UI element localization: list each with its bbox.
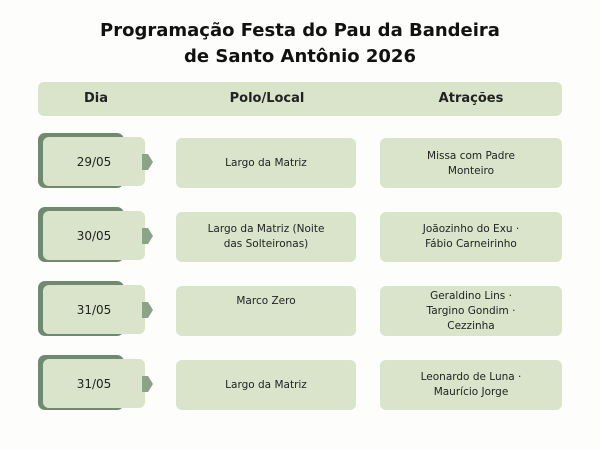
date-text: 31/05 [76, 302, 112, 317]
location-cell: Largo da Matriz (Noite das Solteironas) [176, 212, 356, 262]
location-text: Largo da Matriz (Noite das Solteironas) [207, 223, 325, 250]
location-cell: Largo da Matriz [176, 360, 356, 410]
attractions-cell: Joãozinho do Exu · Fábio Carneirinho [380, 212, 562, 262]
page-title-line1: Programação Festa do Pau da Bandeira [100, 20, 500, 41]
header-dia: Dia [83, 91, 109, 106]
location-text: Marco Zero [236, 295, 296, 307]
location-text: Largo da Matriz [225, 156, 307, 169]
attractions-cell: Geraldino Lins · Targino Gondim · Cezzin… [380, 286, 562, 336]
date-text: 29/05 [76, 154, 112, 169]
attractions-text: Joãozinho do Exu · Fábio Carneirinho [422, 223, 520, 250]
attractions-cell: Leonardo de Luna · Maurício Jorge [380, 360, 562, 410]
date-cell: 29/05 [43, 137, 145, 186]
attractions-cell: Missa com Padre Monteiro [380, 138, 562, 188]
table-header: Dia Polo/Local Atrações [38, 82, 562, 116]
location-cell: Largo da Matriz [176, 138, 356, 188]
header-atracoes: Atrações [438, 91, 504, 106]
location-cell: Marco Zero [176, 286, 356, 336]
date-cell: 30/05 [43, 211, 145, 260]
page-title-line2: de Santo Antônio 2026 [184, 46, 416, 67]
location-text: Largo da Matriz [225, 378, 307, 391]
attractions-text: Leonardo de Luna · Maurício Jorge [420, 371, 522, 398]
attractions-text: Geraldino Lins · Targino Gondim · Cezzin… [426, 289, 516, 332]
attractions-text: Missa com Padre Monteiro [427, 150, 515, 177]
date-cell: 31/05 [43, 285, 145, 334]
date-text: 31/05 [76, 376, 112, 391]
date-cell: 31/05 [43, 359, 145, 408]
header-polo: Polo/Local [229, 91, 305, 106]
date-text: 30/05 [76, 228, 112, 243]
